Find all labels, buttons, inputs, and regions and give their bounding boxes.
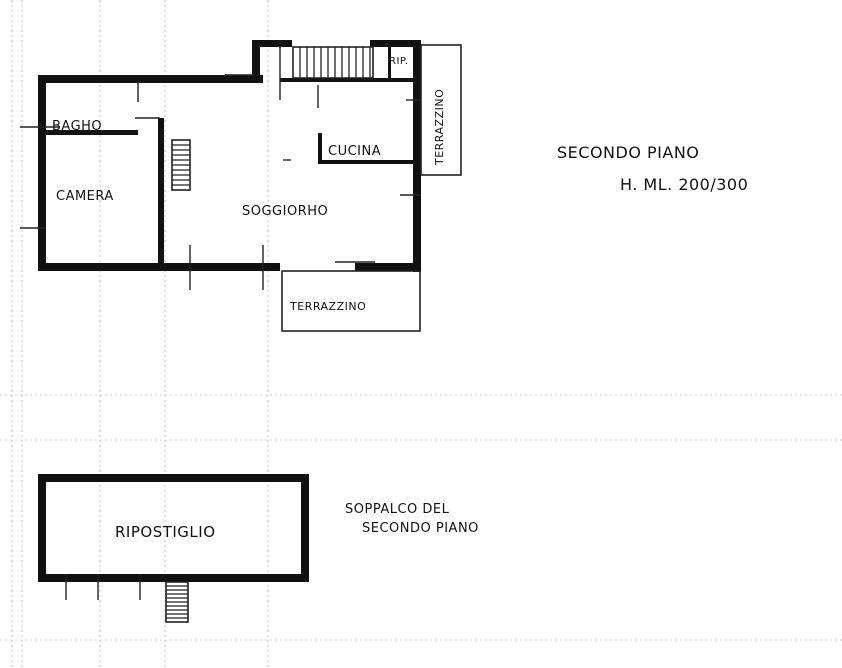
wall-north-top-right: [370, 40, 420, 47]
stair-north: [292, 46, 374, 79]
wall-east: [413, 40, 421, 272]
wall-cucina-left: [318, 133, 322, 163]
label-rip: RIP.: [389, 56, 409, 67]
wall-north-step: [252, 40, 260, 83]
mezz-wall-east: [301, 474, 309, 582]
terrace-right: [420, 44, 462, 176]
wall-west: [38, 75, 46, 271]
mezz-wall-south: [38, 574, 309, 582]
wall-rip: [388, 47, 391, 80]
wall-south-left: [38, 263, 280, 271]
dimension-ticks: [20, 40, 421, 290]
wall-camera-soggiorno: [158, 118, 164, 263]
label-cucina: CUCINA: [328, 144, 381, 159]
label-ripostiglio: RIPOSTIGLIO: [115, 523, 216, 541]
mezz-wall-west: [38, 474, 46, 582]
label-bagno: BAGHO: [52, 119, 102, 134]
wall-north-left: [38, 75, 263, 83]
caption-mezzanine: SOPPALCO DEL SECONDO PIANO: [345, 502, 479, 536]
mezz-ticks: [65, 575, 141, 600]
mezz-wall-north: [38, 474, 309, 482]
caption-second-floor-line1: SECONDO PIANO: [557, 143, 699, 162]
caption-second-floor-line2: H. ML. 200/300: [620, 175, 748, 194]
caption-second-floor: SECONDO PIANO H. ML. 200/300: [557, 143, 748, 194]
stair-internal: [171, 139, 191, 191]
wall-south-right: [355, 263, 421, 271]
caption-mezzanine-line1: SOPPALCO DEL: [345, 502, 450, 517]
label-camera: CAMERA: [56, 189, 114, 204]
wall-stair-bottom: [280, 78, 414, 82]
wall-north-top-left: [252, 40, 292, 47]
terrace-bottom: [281, 270, 421, 332]
mezz-stair: [165, 581, 189, 623]
wall-bagno-camera: [38, 130, 138, 135]
wall-cucina-bottom: [318, 160, 413, 164]
second-floor-plan: BAGHO CAMERA CUCINA SOGGIORHO RIP. TERRA…: [20, 40, 462, 332]
label-terrazzino-right: TERRAZZINO: [433, 89, 446, 166]
caption-mezzanine-line2: SECONDO PIANO: [362, 521, 479, 536]
mezzanine-plan: RIPOSTIGLIO: [38, 474, 309, 623]
label-soggiorno: SOGGIORHO: [242, 204, 328, 219]
label-terrazzino-bottom: TERRAZZINO: [289, 300, 366, 313]
